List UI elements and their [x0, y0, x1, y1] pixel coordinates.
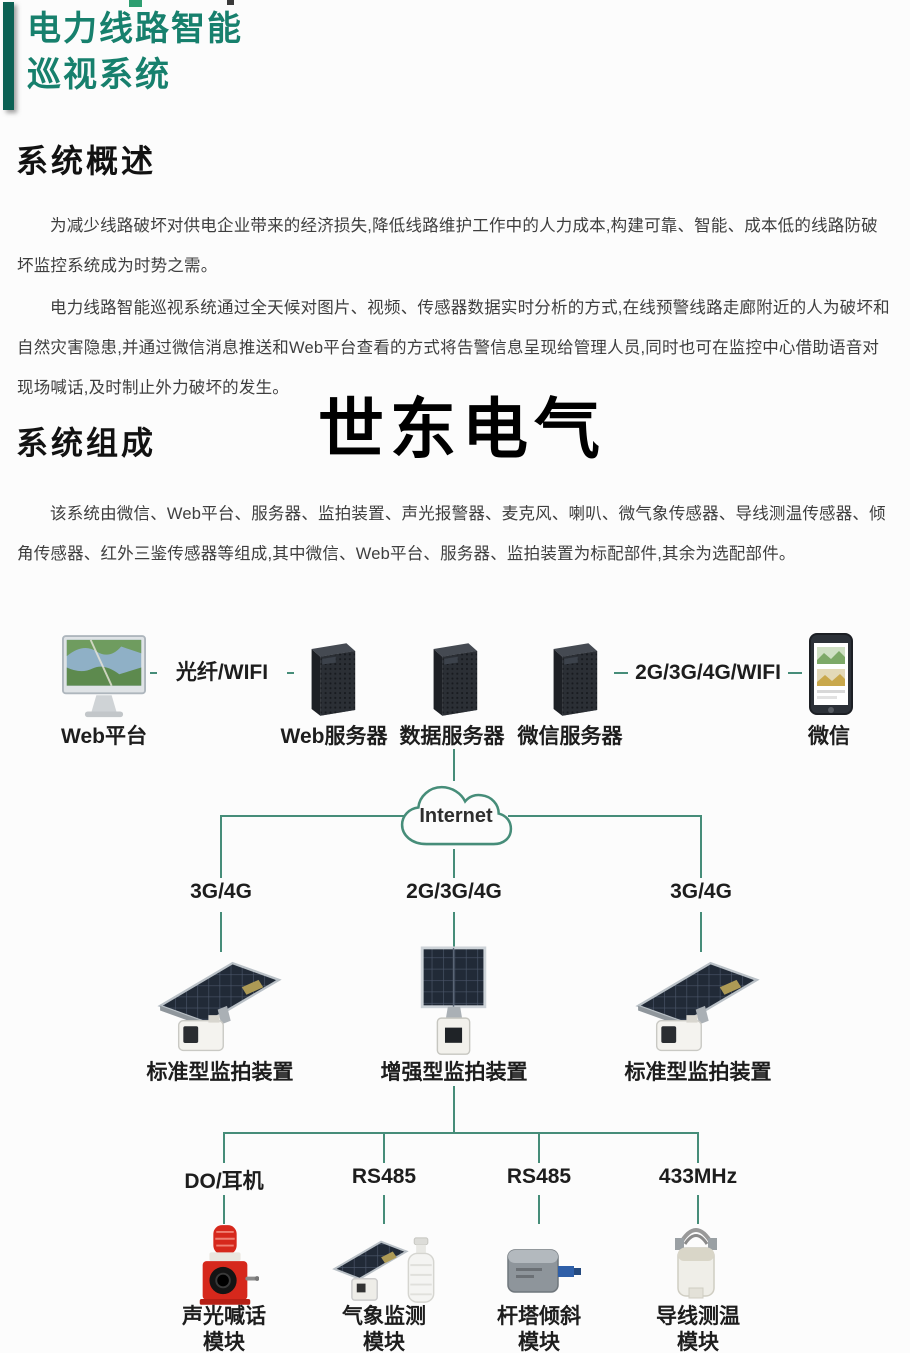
uplink-right-line-bottom [700, 912, 702, 952]
bus-drop-2-bottom [383, 1195, 385, 1224]
edge-artifact-dark [227, 0, 234, 5]
module-3-label-line2: 模块 [518, 1331, 560, 1353]
uplink-left-line-top [220, 815, 222, 878]
module-3-label-line1: 杆塔倾斜 [497, 1305, 581, 1328]
data-server-label: 数据服务器 [399, 725, 505, 748]
composition-paragraph: 该系统由微信、Web平台、服务器、监拍装置、声光报警器、麦克风、喇叭、微气象传感… [17, 505, 886, 563]
wechat-server-label: 微信服务器 [517, 725, 623, 748]
web-platform-label: Web平台 [61, 725, 147, 748]
uplink-right-line-top [700, 815, 702, 878]
uplink-left-line-bottom [220, 912, 222, 952]
bus-drop-3-bottom [538, 1195, 540, 1224]
standard-camera-left-label: 标准型监拍装置 [146, 1061, 294, 1084]
web-server-icon [299, 640, 359, 720]
enhanced-camera-icon [406, 946, 502, 1058]
weather-module-icon [328, 1232, 442, 1306]
cloud-right-line [508, 815, 702, 817]
uplink-center-line-top [453, 849, 455, 878]
fiber-link-label: 光纤/WIFI [157, 659, 287, 687]
web-server-label: Web服务器 [280, 725, 388, 748]
bus-link-4-label: 433MHz [658, 1165, 738, 1188]
module-2-label-line1: 气象监测 [342, 1305, 426, 1328]
bus-drop-3-top [538, 1132, 540, 1163]
composition-heading: 系统组成 [16, 425, 157, 461]
module-2-label-line2: 模块 [363, 1331, 405, 1353]
page-title: 电力线路智能 巡视系统 [27, 6, 243, 98]
data-server-icon [421, 640, 481, 720]
server-to-cloud-line [453, 749, 455, 781]
bus-drop-2-top [383, 1132, 385, 1163]
header-accent-bar [3, 2, 14, 110]
standard-camera-right-icon [624, 952, 772, 1056]
bus-drop-4-top [697, 1132, 699, 1163]
tilt-module-icon [496, 1240, 584, 1298]
brand-watermark: 世东电气 [318, 392, 606, 466]
module-4-label-line1: 导线测温 [656, 1305, 740, 1328]
page-title-line2: 巡视系统 [27, 56, 171, 94]
standard-camera-right-label: 标准型监拍装置 [624, 1061, 772, 1084]
edge-artifact-green [129, 0, 142, 7]
bus-drop-4-bottom [697, 1195, 699, 1224]
uplink-left-label: 3G/4G [190, 880, 252, 903]
module-1-label-line2: 模块 [203, 1331, 245, 1353]
bus-link-3-label: RS485 [506, 1165, 572, 1188]
web-platform-monitor-icon [62, 634, 146, 724]
internet-cloud-label: Internet [419, 805, 493, 827]
wechat-server-icon [541, 640, 601, 720]
bus-link-2-label: RS485 [351, 1165, 417, 1188]
camera-to-bus-line [453, 1086, 455, 1132]
bus-link-1-label: DO/耳机 [184, 1170, 264, 1193]
overview-paragraph-1: 为减少线路破坏对供电企业带来的经济损失,降低线路维护工作中的人力成本,构建可靠、… [17, 217, 878, 275]
bus-line [223, 1132, 699, 1134]
uplink-center-line-bottom [453, 912, 455, 952]
module-4-label-line2: 模块 [677, 1331, 719, 1353]
bus-drop-1-bottom [223, 1195, 225, 1224]
wechat-label: 微信 [808, 725, 850, 748]
module-1-label-line1: 声光喊话 [182, 1305, 266, 1328]
enhanced-camera-label: 增强型监拍装置 [380, 1061, 528, 1084]
overview-heading: 系统概述 [16, 143, 157, 179]
audio-alarm-module-icon [191, 1222, 259, 1306]
mobile-link-label: 2G/3G/4G/WIFI [628, 659, 788, 687]
overview-paragraph-2: 电力线路智能巡视系统通过全天候对图片、视频、传感器数据实时分析的方式,在线预警线… [17, 299, 890, 397]
cloud-left-line [220, 815, 404, 817]
standard-camera-left-icon [146, 952, 294, 1056]
uplink-center-label: 2G/3G/4G [406, 880, 502, 903]
temperature-module-icon [664, 1222, 728, 1304]
wechat-phone-icon [809, 632, 853, 716]
uplink-right-label: 3G/4G [670, 880, 732, 903]
internet-cloud-icon: Internet [396, 779, 516, 851]
bus-drop-1-top [223, 1132, 225, 1163]
page-title-line1: 电力线路智能 [27, 10, 243, 48]
